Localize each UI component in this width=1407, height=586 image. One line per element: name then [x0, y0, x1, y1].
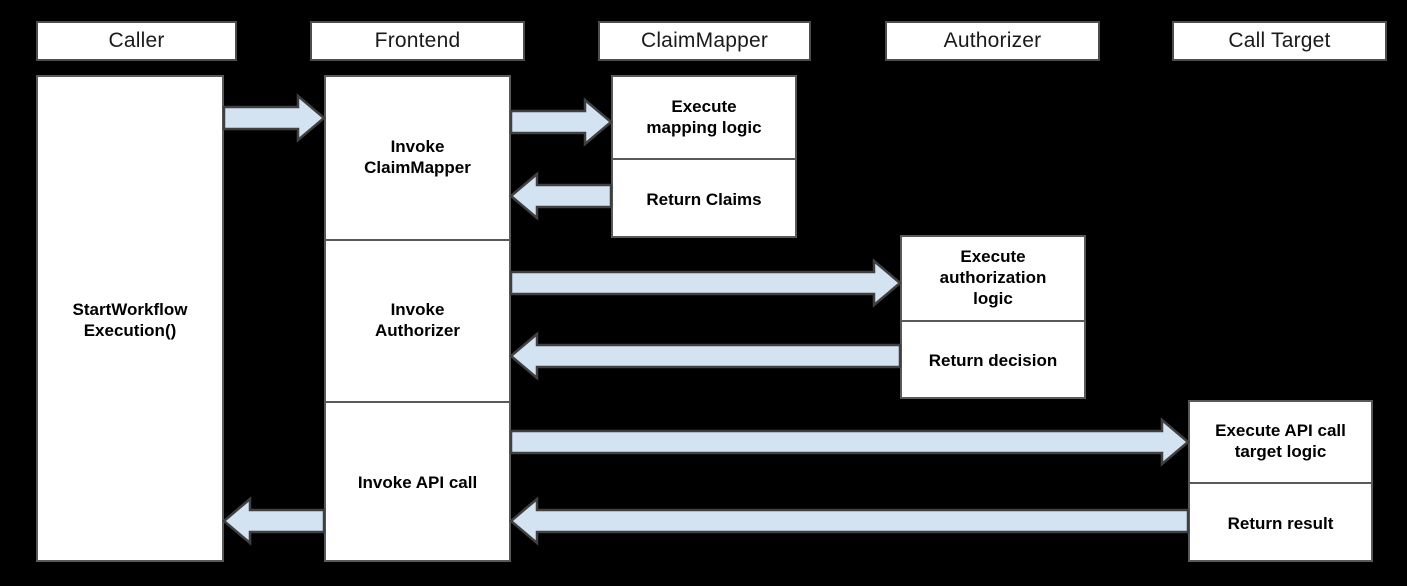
- lifeline-header-caller: Caller: [36, 21, 237, 61]
- msg-return-to-caller-arrow: [222, 496, 326, 546]
- claimmapper-segment-1: Return Claims: [613, 158, 795, 240]
- authorizer-segment-1: Return decision: [902, 320, 1084, 401]
- lifeline-header-authorizer: Authorizer: [885, 21, 1100, 61]
- lifeline-header-frontend: Frontend: [310, 21, 525, 61]
- lifeline-header-claimmapper: ClaimMapper: [598, 21, 811, 61]
- lifeline-header-calltarget: Call Target: [1172, 21, 1387, 61]
- msg-start-workflow-arrow: [222, 93, 326, 143]
- calltarget-segment-1: Return result: [1190, 482, 1371, 564]
- msg-invoke-api-call-arrow: [509, 417, 1190, 467]
- msg-return-result-arrow: [509, 496, 1190, 546]
- msg-invoke-authorizer-arrow: [509, 258, 902, 308]
- msg-return-decision-arrow: [509, 331, 902, 381]
- frontend-segment-2: Invoke API call: [326, 401, 509, 564]
- msg-invoke-claimmapper-arrow: [509, 97, 613, 147]
- msg-return-claims-arrow: [509, 171, 613, 221]
